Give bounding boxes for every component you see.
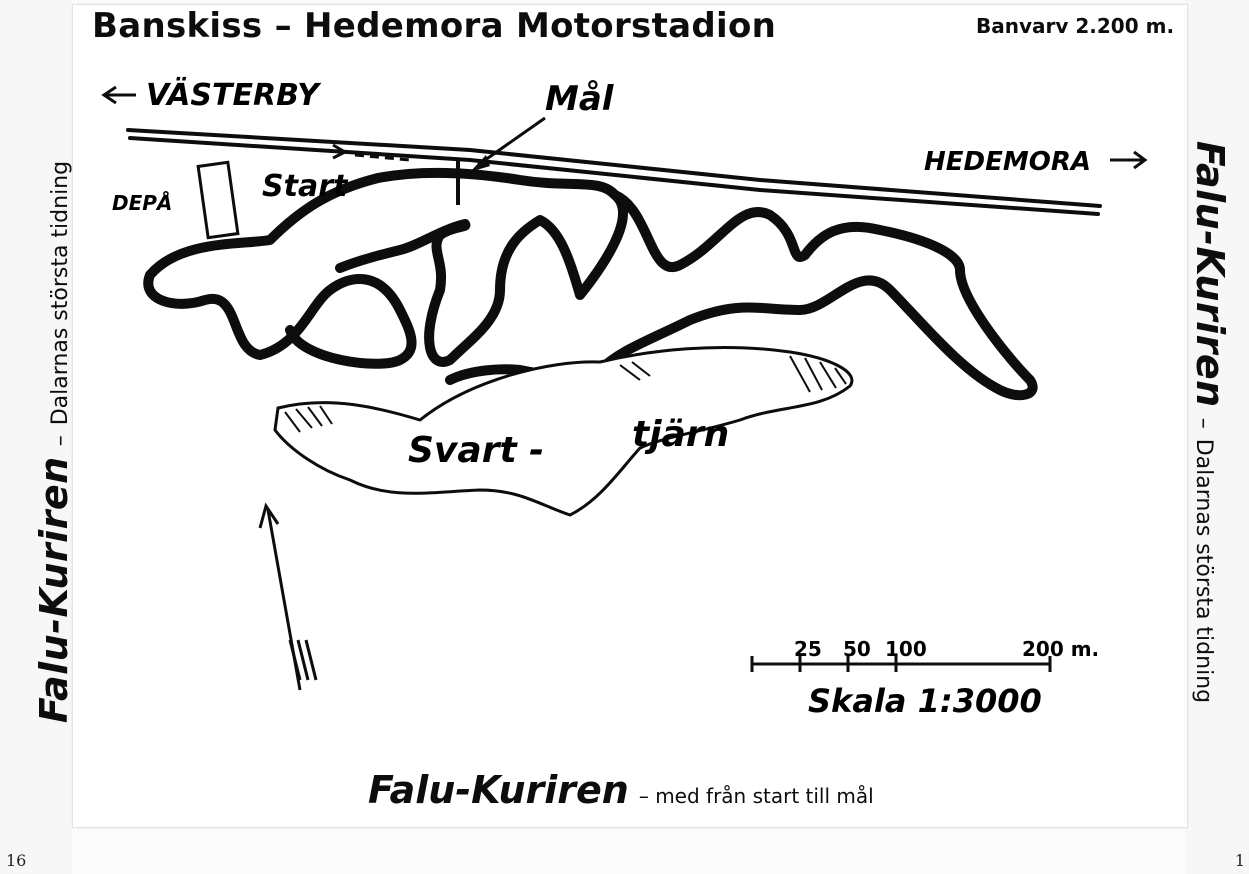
entrance-arrow — [258, 502, 318, 691]
scale-tick-50: 50 — [843, 637, 871, 661]
label-hedemora: HEDEMORA — [924, 147, 1091, 177]
track-east-loop — [445, 190, 1038, 401]
page-number-left: 16 — [6, 851, 27, 870]
label-lake-part2: tjärn — [632, 414, 729, 455]
track-inner — [335, 167, 628, 367]
road — [126, 128, 1102, 216]
footer: Falu-Kuriren – med från start till mål — [368, 768, 874, 812]
hedemora-arrow — [1110, 150, 1148, 170]
label-mal: Mål — [545, 79, 615, 119]
scale-tick-25: 25 — [794, 637, 822, 661]
lake-shading — [284, 355, 847, 433]
start-direction-arrow — [311, 143, 411, 162]
label-lake-part1: Svart - — [408, 430, 544, 471]
scale-tick-100: 100 — [885, 637, 927, 661]
track-outline — [143, 173, 417, 369]
label-depa: DEPÅ — [112, 191, 172, 215]
mal-pointer — [477, 116, 546, 167]
label-start: Start — [262, 169, 349, 204]
scale-bar — [750, 656, 1052, 672]
scale-tick-200: 200 m. — [1022, 637, 1099, 661]
mal-arrowhead — [470, 155, 490, 172]
page-number-right: 1 — [1234, 851, 1245, 870]
label-vasterby: VÄSTERBY — [146, 77, 322, 113]
scale-label: Skala 1:3000 — [808, 682, 1042, 720]
right-page-margin — [1185, 0, 1249, 874]
vasterby-arrow — [101, 85, 136, 105]
footer-brand: Falu-Kuriren — [368, 768, 629, 812]
left-page-margin — [0, 0, 72, 874]
footer-slogan: – med från start till mål — [638, 784, 874, 808]
page-title: Banskiss – Hedemora Motorstadion — [92, 6, 777, 46]
lake-svarttjarn — [273, 346, 854, 517]
track-length: Banvarv 2.200 m. — [976, 14, 1175, 38]
depot-box — [196, 160, 240, 240]
